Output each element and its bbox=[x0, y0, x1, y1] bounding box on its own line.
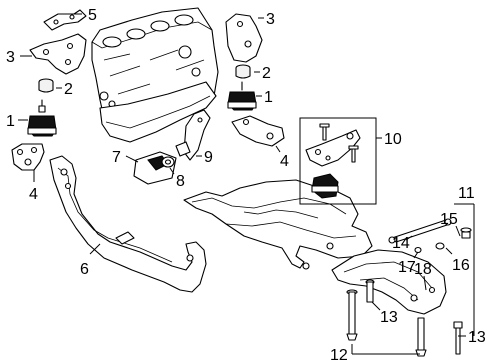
subframe-arm-6 bbox=[49, 155, 207, 293]
engine-block bbox=[91, 7, 219, 143]
bolt-15 bbox=[460, 227, 472, 239]
callout-4-left: 4 bbox=[29, 186, 38, 203]
callout-13-a: 13 bbox=[380, 309, 398, 326]
washer-17 bbox=[414, 246, 422, 254]
callout-11: 11 bbox=[458, 185, 475, 202]
callout-2-right: 2 bbox=[262, 65, 271, 82]
bracket-4-left bbox=[11, 143, 45, 171]
callout-9: 9 bbox=[204, 149, 213, 166]
control-arm-14 bbox=[388, 218, 452, 244]
callout-5: 5 bbox=[88, 7, 97, 24]
callout-16: 16 bbox=[452, 257, 470, 274]
callout-18: 18 bbox=[414, 261, 432, 278]
bracket-3-left bbox=[29, 33, 87, 75]
callout-3-right: 3 bbox=[266, 11, 275, 28]
bracket-3-right bbox=[225, 13, 263, 63]
callout-6: 6 bbox=[80, 261, 89, 278]
bolt-12-a bbox=[346, 289, 358, 341]
bracket-5 bbox=[43, 9, 87, 31]
callout-14: 14 bbox=[392, 235, 410, 252]
callout-13-b: 13 bbox=[468, 329, 486, 346]
engine-mount-1-left bbox=[27, 99, 57, 137]
callout-labels: 5 3 2 1 4 6 3 2 1 4 7 8 9 10 11 14 15 16… bbox=[6, 7, 486, 360]
callout-3-left: 3 bbox=[6, 49, 15, 66]
bracket-9 bbox=[175, 109, 211, 161]
callout-7: 7 bbox=[112, 149, 121, 166]
callout-1-left: 1 bbox=[6, 113, 15, 130]
bracket-assembly-10 bbox=[305, 123, 361, 199]
callout-12: 12 bbox=[330, 347, 348, 360]
bushing-8 bbox=[161, 156, 175, 168]
lower-bracket-18 bbox=[331, 249, 447, 315]
engine-mount-1-right bbox=[227, 81, 257, 111]
bolt-13-a bbox=[365, 279, 375, 303]
callout-17: 17 bbox=[398, 259, 416, 276]
callout-box-10 bbox=[299, 117, 377, 205]
washer-16 bbox=[435, 242, 445, 250]
callout-15: 15 bbox=[440, 211, 458, 228]
bracket-4-right bbox=[231, 115, 285, 147]
leader-lines bbox=[18, 13, 475, 355]
callout-10: 10 bbox=[384, 131, 402, 148]
isolator-2-right bbox=[235, 64, 251, 79]
crossmember bbox=[183, 179, 373, 270]
bolt-12-b bbox=[415, 317, 427, 357]
callout-1-right: 1 bbox=[264, 89, 273, 106]
isolator-2-left bbox=[38, 78, 54, 93]
bolt-13-b bbox=[453, 321, 463, 355]
callout-2-left: 2 bbox=[64, 81, 73, 98]
callout-8: 8 bbox=[176, 173, 185, 190]
callout-4-right: 4 bbox=[280, 153, 289, 170]
